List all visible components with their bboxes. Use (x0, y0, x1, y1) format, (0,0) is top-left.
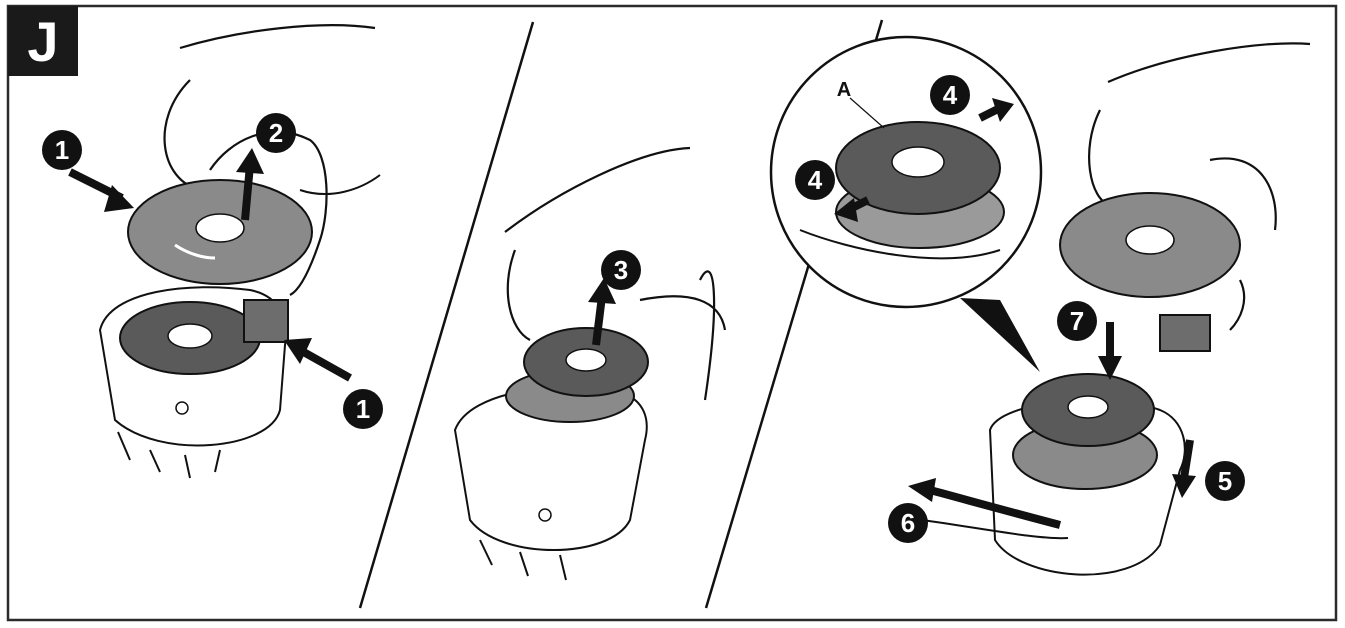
spool-seat-hub (167, 323, 213, 349)
arrow-head (236, 148, 264, 174)
step-badge: 7 (1057, 301, 1097, 341)
step-badge: 2 (256, 113, 296, 153)
step-badge: 1 (42, 130, 82, 170)
svg-text:6: 6 (901, 508, 915, 538)
arrow-head (104, 185, 134, 212)
release-tab (1159, 314, 1211, 352)
svg-text:7: 7 (1070, 306, 1084, 336)
step-badge: 5 (1205, 461, 1245, 501)
svg-text:1: 1 (356, 394, 370, 424)
arrow-head (1172, 474, 1196, 498)
step-badge: 1 (343, 389, 383, 429)
panel-divider-1 (358, 21, 535, 609)
arrow-head (992, 98, 1014, 122)
release-tab (243, 299, 289, 343)
figure-letter-badge: J (8, 6, 78, 76)
svg-text:3: 3 (614, 255, 628, 285)
housing-screw (175, 401, 189, 415)
callout-leader (849, 97, 885, 129)
magnifier-pointer (960, 298, 1040, 372)
spool-hub (565, 348, 607, 372)
step-badge: 3 (601, 250, 641, 290)
trimmer-line (799, 229, 1001, 260)
arrow-lift-cap (241, 164, 254, 221)
svg-text:4: 4 (808, 165, 823, 195)
spool-hub (1067, 395, 1109, 419)
spool-detail-hub (891, 146, 945, 178)
step-badge: 6 (888, 503, 928, 543)
arrow-head (284, 338, 312, 364)
step-badge: 4 (795, 160, 835, 200)
arrow-head (908, 478, 936, 502)
cap-arrow-mark (174, 243, 216, 260)
arrow-seat-line (1180, 439, 1194, 479)
arrow-head (1098, 356, 1122, 380)
housing-fins (479, 539, 567, 581)
hand-finger (299, 174, 381, 196)
svg-text:5: 5 (1218, 466, 1232, 496)
housing-fins (117, 431, 221, 479)
callout-label: A (837, 79, 851, 101)
panel-3-illustration: A (769, 35, 1311, 576)
cap-center-hole (1125, 225, 1175, 255)
hand-outline (1088, 42, 1311, 331)
arrow-press-right (298, 346, 352, 382)
svg-text:2: 2 (269, 118, 283, 148)
panel-2-illustration (453, 146, 727, 581)
svg-text:4: 4 (943, 80, 958, 110)
figure-letter: J (27, 10, 58, 73)
arrow-head (834, 198, 858, 222)
arrow-head (588, 278, 616, 304)
cap-center-hole (195, 213, 245, 243)
svg-text:1: 1 (55, 135, 69, 165)
hand-outline (504, 146, 727, 401)
arrow-pull-line (928, 486, 1062, 529)
housing-screw (538, 508, 552, 522)
step-badge: 4 (930, 75, 970, 115)
panel-1-illustration (68, 24, 381, 479)
arrow-lift-spool (592, 295, 606, 346)
trimmer-line (921, 519, 1069, 540)
